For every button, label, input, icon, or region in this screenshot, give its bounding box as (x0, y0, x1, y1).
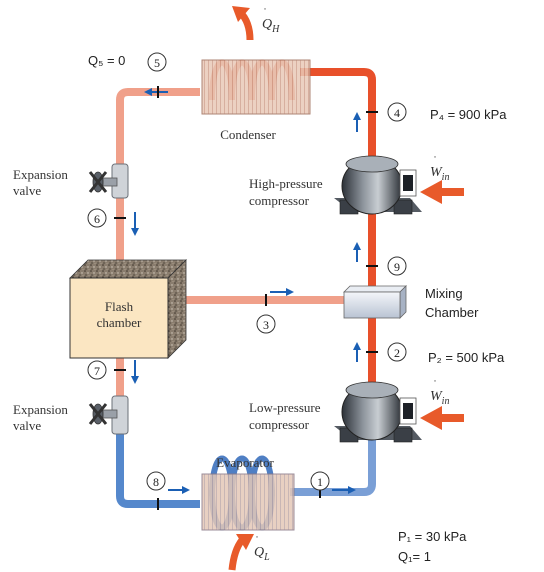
svg-text:6: 6 (94, 212, 100, 226)
expansion-valve-top (88, 163, 129, 199)
flow-arrow-9 (353, 242, 361, 262)
flash-chamber-label-1: Flash (105, 299, 134, 314)
pipe-4-to-condenser (300, 68, 376, 180)
q-h-subscript: H (271, 24, 280, 35)
mixing-chamber (343, 285, 407, 319)
state-2: 2 (387, 342, 407, 362)
annotation-p1: P₁ = 30 kPa (398, 529, 467, 544)
condenser-fins (201, 59, 311, 115)
high-pressure-compressor-label-2: compressor (249, 193, 310, 208)
low-pressure-compressor-label-2: compressor (249, 417, 310, 432)
svg-text:5: 5 (154, 56, 160, 70)
svg-text:˙: ˙ (255, 533, 259, 547)
pipe-5-to-valve (116, 88, 200, 172)
svg-text:7: 7 (94, 364, 100, 378)
high-pressure-compressor (334, 155, 422, 215)
annotation-p4: P₄ = 900 kPa (430, 107, 507, 122)
mixing-chamber-label-1: Mixing (425, 286, 463, 301)
pipe-1 (290, 440, 376, 496)
low-pressure-compressor (334, 381, 422, 443)
evaporator: Evaporator (201, 455, 295, 531)
flow-arrow-7 (131, 360, 139, 384)
state-ticks (114, 86, 378, 510)
annotation-q5: Q₅ = 0 (88, 53, 125, 68)
state-1: 1 (310, 471, 330, 491)
mixing-chamber-label-2: Chamber (425, 305, 479, 320)
w-in-high-subscript: in (442, 172, 450, 183)
expansion-valve-bottom-label-1: Expansion (13, 402, 68, 417)
annotation-p2: P₂ = 500 kPa (428, 350, 505, 365)
svg-text:˙: ˙ (433, 377, 437, 391)
w-in-low-subscript: in (442, 396, 450, 407)
flow-arrow-4 (353, 112, 361, 132)
svg-text:9: 9 (394, 260, 400, 274)
svg-text:˙: ˙ (263, 5, 267, 19)
svg-text:Win: Win (430, 389, 449, 407)
annotation-q1: Q₁= 1 (398, 549, 431, 564)
state-4: 4 (387, 102, 407, 122)
state-7: 7 (87, 360, 107, 380)
q-h-symbol: Q (262, 17, 272, 32)
state-3: 3 (256, 314, 276, 334)
svg-text:3: 3 (263, 318, 269, 332)
expansion-valve-top-label-2: valve (13, 183, 41, 198)
svg-text:QL: QL (254, 545, 270, 563)
w-in-high-symbol: W (430, 165, 443, 180)
flash-chamber: Flash chamber (69, 259, 187, 359)
evaporator-label: Evaporator (216, 455, 274, 470)
pipe-8 (116, 428, 200, 508)
state-5: 5 (147, 52, 167, 72)
flow-arrow-8 (168, 486, 190, 494)
work-in-arrow-low: Win ˙ (420, 377, 464, 430)
q-l-subscript: L (263, 552, 270, 563)
expansion-valve-bottom-label-2: valve (13, 418, 41, 433)
w-in-low-symbol: W (430, 389, 443, 404)
flow-arrow-1 (332, 486, 356, 494)
flow-arrow-3 (270, 288, 294, 296)
state-9: 9 (387, 256, 407, 276)
svg-text:2: 2 (394, 346, 400, 360)
heat-out-arrow: QH ˙ (232, 5, 280, 41)
flow-arrow-2 (353, 342, 361, 362)
svg-text:8: 8 (153, 475, 159, 489)
svg-text:4: 4 (394, 106, 400, 120)
heat-in-arrow: QL ˙ (228, 533, 270, 571)
q-l-symbol: Q (254, 545, 264, 560)
condenser-label: Condenser (220, 127, 276, 142)
svg-text:QH: QH (262, 17, 280, 35)
svg-text:˙: ˙ (433, 153, 437, 167)
state-markers: 5 6 7 8 1 3 4 9 2 (87, 52, 407, 491)
expansion-valve-top-label-1: Expansion (13, 167, 68, 182)
flash-chamber-label-2: chamber (97, 315, 142, 330)
state-8: 8 (146, 471, 166, 491)
work-in-arrow-high: Win ˙ (420, 153, 464, 204)
low-pressure-compressor-label-1: Low-pressure (249, 400, 321, 415)
flow-arrows (131, 88, 361, 494)
evaporator-fins (201, 473, 295, 531)
svg-text:1: 1 (317, 475, 323, 489)
condenser: Condenser (201, 59, 311, 142)
svg-text:Win: Win (430, 165, 449, 183)
expansion-valve-bottom (88, 395, 129, 435)
flow-arrow-6 (131, 212, 139, 236)
high-pressure-compressor-label-1: High-pressure (249, 176, 323, 191)
state-6: 6 (87, 208, 107, 228)
